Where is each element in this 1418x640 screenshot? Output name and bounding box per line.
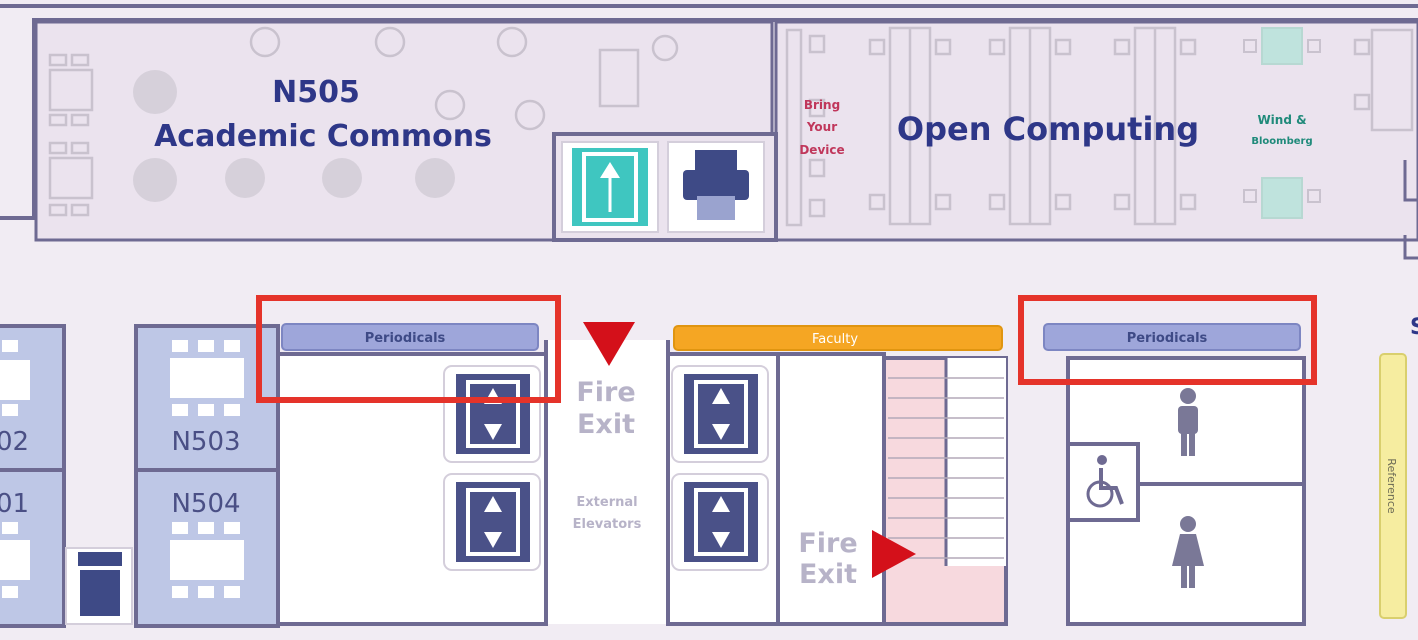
periodicals-label-right: Periodicals bbox=[1127, 331, 1208, 346]
reference-shelf[interactable] bbox=[1379, 353, 1407, 619]
right-edge-label: S bbox=[1410, 315, 1418, 340]
wind-label-line2: Bloomberg bbox=[1251, 136, 1312, 147]
fire-exit-arrow-right bbox=[872, 530, 916, 578]
commons-furniture bbox=[48, 26, 679, 217]
kiosk-icon bbox=[65, 547, 133, 625]
faculty-label: Faculty bbox=[812, 332, 858, 347]
fire-exit-label-2-line2: Exit bbox=[799, 559, 857, 590]
elevator-icon-3[interactable] bbox=[671, 365, 769, 463]
periodicals-label-left: Periodicals bbox=[365, 331, 446, 346]
room-number-n503: N503 bbox=[171, 427, 240, 457]
faculty-shelf[interactable] bbox=[673, 325, 1003, 351]
room-number-n502: 02 bbox=[0, 427, 29, 457]
fire-exit-label-2-line1: Fire bbox=[798, 528, 857, 559]
room-number-n505: N505 bbox=[272, 75, 360, 110]
periodicals-shelf-left[interactable] bbox=[281, 323, 539, 351]
top-inner-wall bbox=[0, 18, 1418, 220]
byod-label-line3: Device bbox=[799, 143, 844, 157]
byod-label-line2: Your bbox=[806, 120, 837, 134]
stair-hall bbox=[776, 352, 886, 626]
printer-icon[interactable] bbox=[667, 141, 765, 233]
fire-exit-label-1-line1: Fire bbox=[576, 377, 635, 408]
mens-restroom-icon bbox=[1178, 388, 1198, 456]
elevator-icon-top[interactable] bbox=[561, 141, 659, 233]
external-elevators-line2: Elevators bbox=[573, 517, 642, 532]
fire-exit-label-1-line2: Exit bbox=[577, 409, 635, 440]
highlight-periodicals-left bbox=[256, 295, 561, 403]
highlight-periodicals-right bbox=[1018, 295, 1317, 385]
computing-furniture bbox=[785, 26, 1414, 227]
right-wall-notch bbox=[1403, 160, 1418, 260]
byod-label-line1: Bring bbox=[804, 98, 840, 112]
top-wing: N505 Academic Commons Open Computing Bri… bbox=[0, 4, 1418, 260]
room-number-n504: N504 bbox=[171, 489, 240, 519]
elevator-icon-1[interactable] bbox=[443, 365, 541, 463]
elevator-icon-2[interactable] bbox=[443, 473, 541, 571]
elevator-icon-4[interactable] bbox=[671, 473, 769, 571]
wind-label-line1: Wind & bbox=[1257, 113, 1306, 127]
bottom-wing: 02 01 N503 N504 bbox=[0, 295, 1418, 628]
fire-exit-corridor bbox=[546, 340, 668, 624]
study-room-tables bbox=[0, 340, 244, 598]
reference-label: Reference bbox=[1385, 458, 1398, 514]
womens-restroom-icon bbox=[1172, 516, 1204, 588]
fire-exit-arrow-down bbox=[583, 322, 635, 366]
room-name-open-computing: Open Computing bbox=[897, 110, 1199, 148]
room-number-n501: 01 bbox=[0, 489, 29, 519]
staircase bbox=[882, 356, 1008, 626]
room-name-academic-commons: Academic Commons bbox=[154, 119, 492, 154]
periodicals-shelf-right[interactable] bbox=[1043, 323, 1301, 351]
wheelchair-access-icon bbox=[1066, 442, 1140, 522]
bloomberg-stations bbox=[1243, 27, 1321, 219]
external-elevators-line1: External bbox=[576, 495, 637, 510]
